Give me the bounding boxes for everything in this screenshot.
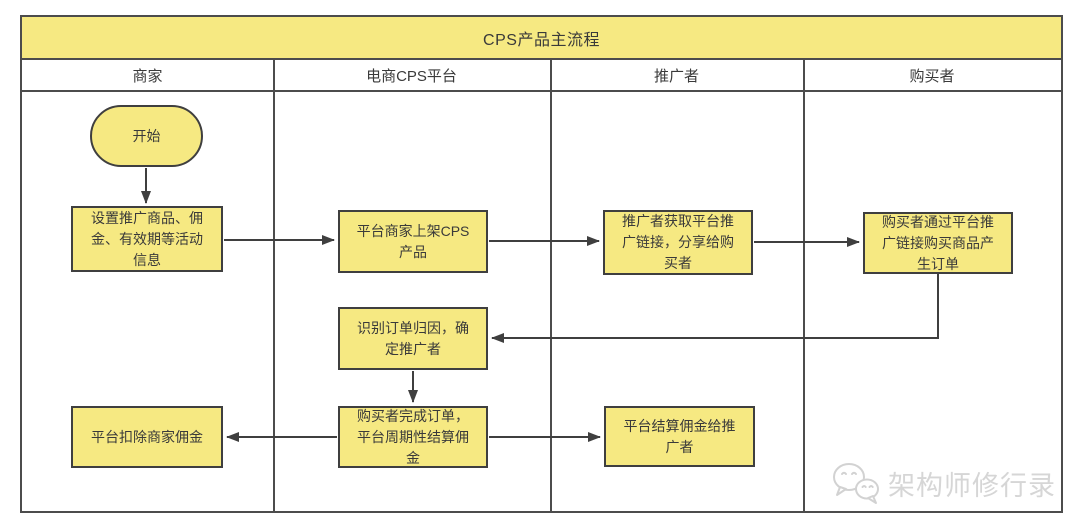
- lane-header-merchant: 商家: [132, 67, 163, 85]
- lane-header-promoter: 推广者: [653, 67, 699, 85]
- node-start: 开始: [90, 105, 203, 167]
- node-setup-promotion-info: 设置推广商品、佣金、有效期等活动信息: [71, 206, 223, 272]
- watermark: 架构师修行录: [831, 461, 1056, 505]
- watermark-text: 架构师修行录: [888, 470, 1056, 501]
- lane-divider: [803, 60, 805, 511]
- diagram-title: CPS产品主流程: [22, 17, 1061, 60]
- node-order-attribution: 识别订单归因，确定推广者: [338, 307, 488, 370]
- node-periodic-settlement: 购买者完成订单，平台周期性结算佣金: [338, 406, 488, 468]
- lane-divider: [273, 60, 275, 511]
- node-buyer-place-order: 购买者通过平台推广链接购买商品产生订单: [863, 212, 1013, 274]
- lane-header-row: 商家 电商CPS平台 推广者 购买者: [22, 60, 1061, 92]
- lane-header-buyer: 购买者: [909, 67, 955, 85]
- lane-header-platform: 电商CPS平台: [366, 67, 457, 85]
- wechat-bubbles-icon: [833, 463, 879, 504]
- node-pay-promoter-commission: 平台结算佣金给推广者: [604, 406, 755, 467]
- node-promoter-share-link: 推广者获取平台推广链接，分享给购买者: [603, 210, 753, 275]
- lane-divider: [550, 60, 552, 511]
- node-platform-list-product: 平台商家上架CPS产品: [338, 210, 488, 273]
- node-deduct-merchant-commission: 平台扣除商家佣金: [71, 406, 223, 468]
